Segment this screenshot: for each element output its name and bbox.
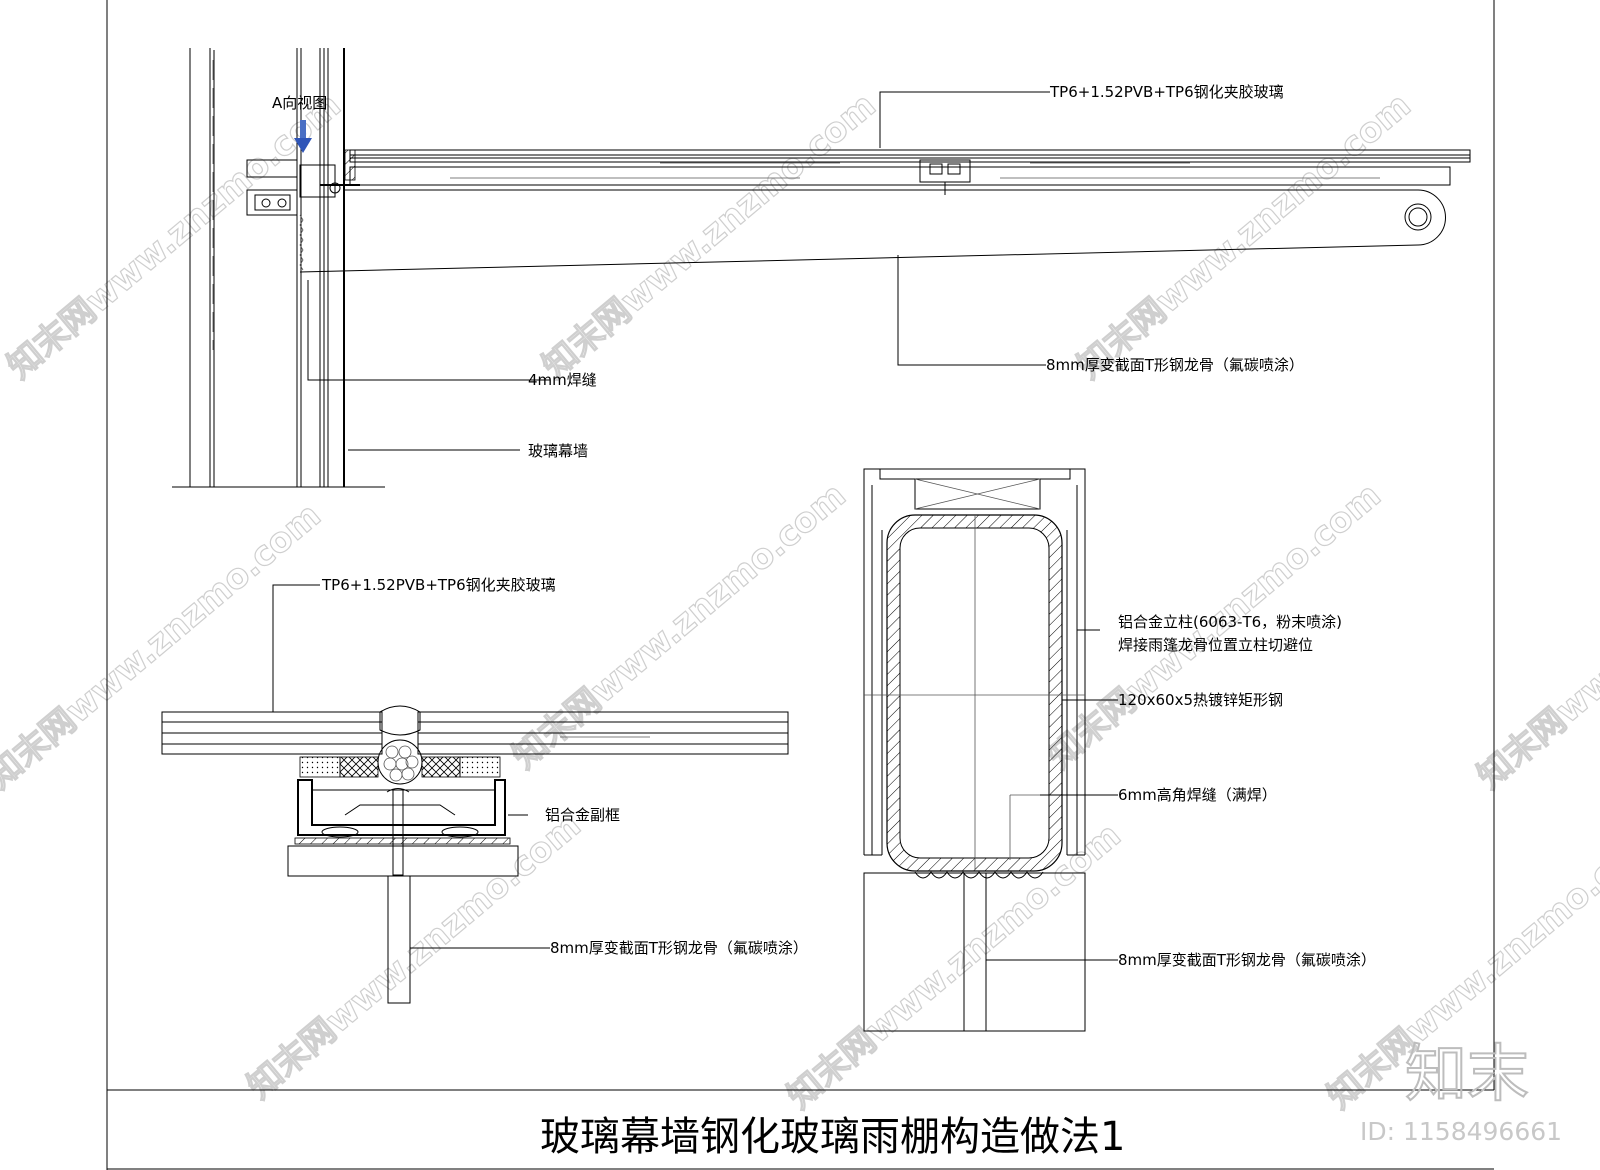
image-id: ID: 1158496661 (1360, 1117, 1562, 1146)
glass-top-label: TP6+1.52PVB+TP6钢化夹胶玻璃 (1049, 83, 1284, 101)
leader-lines-top (307, 91, 1050, 451)
sheet-frame (106, 0, 1495, 1170)
rib-top-label: 8mm厚变截面T形钢龙骨（氟碳喷涂） (1046, 356, 1304, 374)
brand-logo: 知末 (1405, 1037, 1529, 1110)
watermark-text: 知末网www.znzmo.com (535, 85, 884, 387)
weld-label: 4mm焊缝 (528, 371, 597, 389)
mullion-detail (863, 468, 1086, 1032)
alu-mullion-label-1: 铝合金立柱(6063-T6，粉末喷涂) (1118, 613, 1342, 631)
canopy-section-view (172, 48, 1471, 488)
watermark-text: 知末网www.znzmo.com (0, 85, 349, 387)
alu-mullion-label-2: 焊接雨篷龙骨位置立柱切避位 (1118, 636, 1313, 654)
rect-steel-label: 120x60x5热镀锌矩形钢 (1118, 691, 1283, 709)
watermark-text: 知末网www.znzmo.com (1470, 495, 1600, 797)
glass-detail-label: TP6+1.52PVB+TP6钢化夹胶玻璃 (321, 576, 556, 594)
watermark-text: 知末网www.znzmo.com (505, 475, 854, 777)
drawing-title: 玻璃幕墙钢化玻璃雨棚构造做法1 (540, 1114, 1125, 1160)
alu-subframe-label: 铝合金副框 (545, 806, 620, 824)
fillet-weld-label: 6mm高角焊缝（满焊） (1118, 786, 1277, 804)
leader-lines-right (986, 629, 1118, 961)
a-view-label: A向视图 (272, 94, 327, 112)
rib-detail-left-label: 8mm厚变截面T形钢龙骨（氟碳喷涂） (550, 939, 808, 957)
watermark-text: 知末网www.znzmo.com (240, 805, 589, 1107)
watermark-text: 知末网www.znzmo.com (1070, 85, 1419, 387)
leader-lines-left (272, 584, 550, 949)
glass-joint-detail (161, 705, 789, 1004)
rib-detail-right-label: 8mm厚变截面T形钢龙骨（氟碳喷涂） (1118, 951, 1376, 969)
watermark-text: 知末网www.znzmo.com (0, 495, 329, 797)
curtain-wall-label: 玻璃幕墙 (528, 442, 588, 460)
